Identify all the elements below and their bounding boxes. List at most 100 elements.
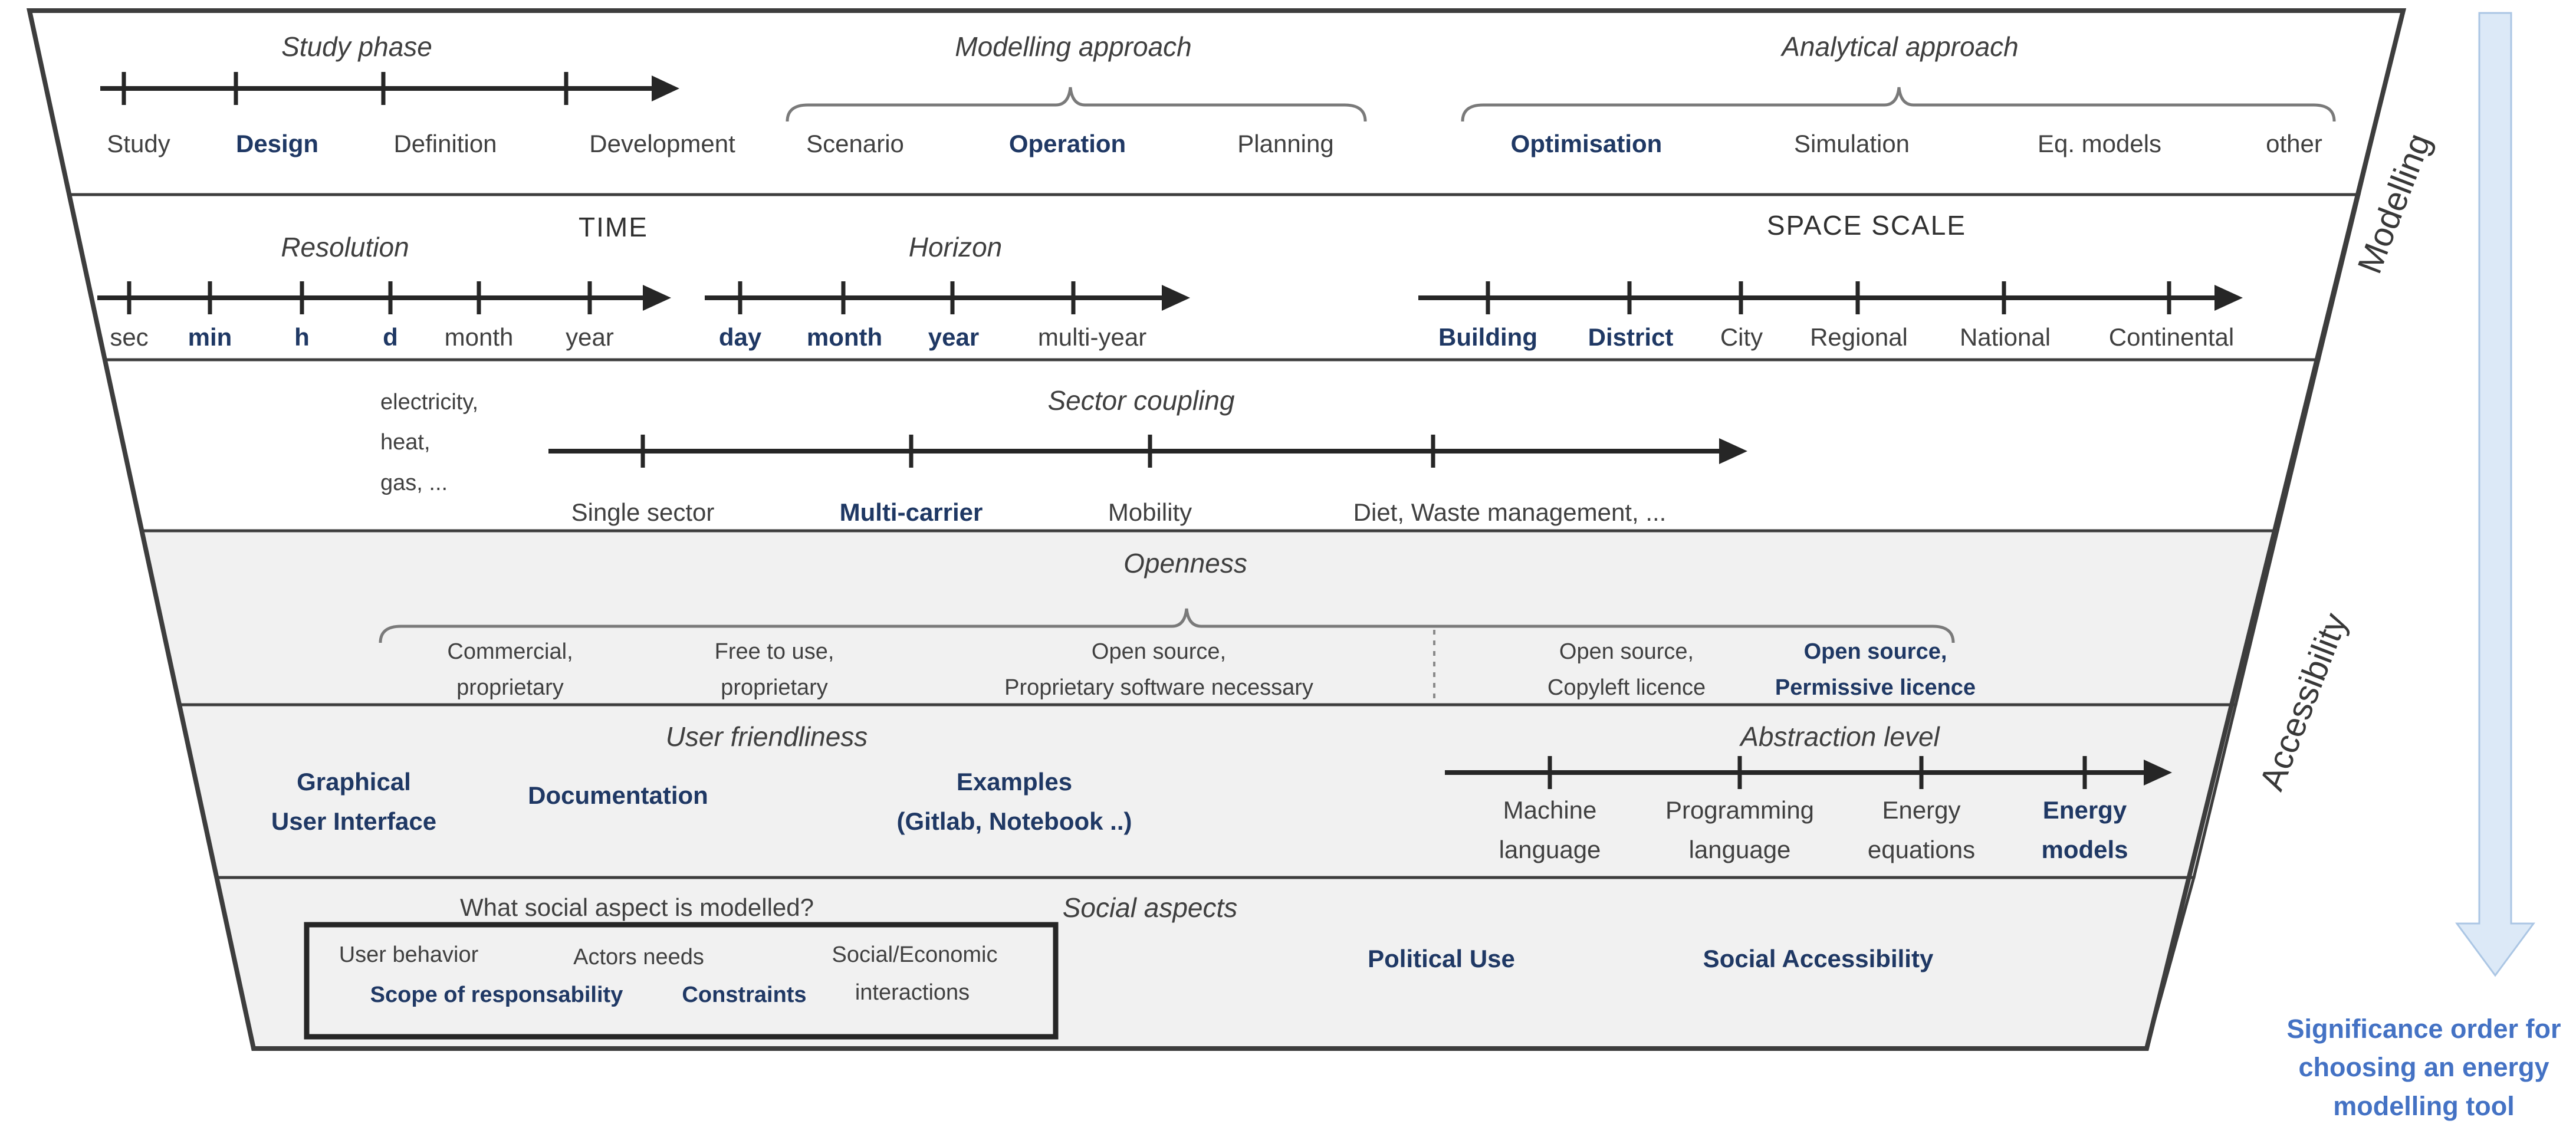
- social-user-behavior: User behavior: [339, 942, 479, 967]
- sector-mobility: Mobility: [1108, 498, 1192, 526]
- user-friendliness-title: User friendliness: [665, 721, 868, 752]
- openness-commercial: Commercial, proprietary: [447, 634, 573, 706]
- resolution-min: min: [188, 323, 232, 351]
- openness-free-to-use: Free to use, proprietary: [715, 634, 834, 706]
- analytical-approach-title: Analytical approach: [1782, 31, 2019, 62]
- abstraction-energy-models: Energy models: [2041, 790, 2128, 869]
- abstraction-energy-equations: Energy equations: [1868, 790, 1975, 869]
- sector-diet-waste: Diet, Waste management, ...: [1353, 498, 1667, 526]
- carrier-heat: heat,: [380, 430, 431, 455]
- space-district: District: [1588, 323, 1674, 351]
- approach-planning: Planning: [1237, 130, 1334, 157]
- label-line: Machine: [1503, 796, 1597, 824]
- note-line: choosing an energy: [2298, 1052, 2549, 1083]
- openness-copyleft: Open source, Copyleft licence: [1547, 634, 1706, 706]
- label-line: Energy: [1882, 796, 1961, 824]
- resolution-d: d: [383, 323, 398, 351]
- phase-design: Design: [235, 130, 319, 157]
- label-line: proprietary: [721, 675, 828, 700]
- abstraction-machine: Machine language: [1499, 790, 1601, 869]
- social-aspects-box: [304, 922, 1059, 1040]
- sector-coupling-title: Sector coupling: [1047, 385, 1235, 416]
- space-continental: Continental: [2108, 323, 2235, 351]
- note-line: Significance order for: [2286, 1014, 2561, 1044]
- study-phase-axis: [100, 72, 679, 105]
- horizon-year: year: [928, 323, 980, 351]
- carrier-electricity: electricity,: [380, 390, 479, 415]
- label-line: Graphical: [297, 768, 411, 796]
- funnel-bands: [27, 8, 2407, 1051]
- resolution-h: h: [294, 323, 310, 351]
- horizon-day: day: [718, 323, 762, 351]
- label-line: Commercial,: [447, 639, 573, 664]
- time-heading: TIME: [579, 212, 648, 242]
- label-line: Copyleft licence: [1547, 675, 1706, 700]
- resolution-axis: [97, 281, 671, 314]
- resolution-month: month: [444, 323, 514, 351]
- label-line: proprietary: [456, 675, 564, 700]
- documentation-item: Documentation: [528, 781, 708, 809]
- space-building: Building: [1438, 323, 1537, 351]
- phase-development: Development: [589, 130, 735, 157]
- modelling-approach-title: Modelling approach: [955, 31, 1192, 62]
- note-line: modelling tool: [2333, 1090, 2515, 1121]
- social-interactions: interactions: [855, 980, 970, 1005]
- phase-definition: Definition: [393, 130, 497, 157]
- social-question: What social aspect is modelled?: [460, 893, 814, 921]
- openness-permissive: Open source, Permissive licence: [1775, 634, 1976, 706]
- openness-open-proprietary: Open source, Proprietary software necess…: [1004, 634, 1313, 706]
- social-aspects-title: Social aspects: [1062, 892, 1238, 923]
- space-scale-axis: [1418, 281, 2243, 314]
- label-line: (Gitlab, Notebook ..): [896, 807, 1132, 836]
- horizon-multi-year: multi-year: [1037, 323, 1147, 351]
- label-line: Open source,: [1803, 639, 1947, 664]
- openness-title: Openness: [1123, 548, 1247, 579]
- label-line: User Interface: [271, 807, 437, 836]
- label-line: models: [2041, 836, 2128, 864]
- significance-note: Significance order for choosing an energ…: [2286, 1010, 2561, 1125]
- analytical-approach-brace: [1461, 87, 2336, 122]
- social-scope: Scope of responsability: [370, 982, 623, 1007]
- space-city: City: [1720, 323, 1763, 351]
- space-national: National: [1959, 323, 2051, 351]
- label-line: Open source,: [1559, 639, 1694, 664]
- label-line: Open source,: [1091, 639, 1227, 664]
- social-constraints: Constraints: [682, 982, 807, 1007]
- social-actors-needs: Actors needs: [573, 945, 704, 970]
- study-phase-title: Study phase: [281, 31, 432, 62]
- resolution-sec: sec: [110, 323, 149, 351]
- funnel-outline: [27, 8, 2407, 1051]
- analytical-eq-models: Eq. models: [2037, 130, 2162, 157]
- space-regional: Regional: [1810, 323, 1908, 351]
- horizon-axis: [705, 281, 1190, 314]
- carrier-list: electricity, heat, gas, ...: [380, 382, 478, 503]
- social-political-use: Political Use: [1368, 945, 1515, 972]
- gui-item: Graphical User Interface: [271, 762, 436, 841]
- abstraction-level-title: Abstraction level: [1740, 721, 1940, 752]
- space-scale-heading: SPACE SCALE: [1766, 210, 1967, 241]
- label-line: Examples: [956, 768, 1073, 796]
- label-line: equations: [1867, 836, 1976, 864]
- social-accessibility: Social Accessibility: [1703, 945, 1934, 972]
- label-line: Free to use,: [714, 639, 834, 664]
- carrier-gas: gas, ...: [380, 470, 448, 495]
- label-line: Proprietary software necessary: [1004, 675, 1313, 700]
- openness-brace: [379, 608, 1955, 643]
- label-line: language: [1499, 836, 1601, 864]
- examples-item: Examples (Gitlab, Notebook ..): [897, 762, 1132, 841]
- horizon-title: Horizon: [908, 232, 1003, 262]
- abstraction-programming: Programming language: [1665, 790, 1814, 869]
- sector-multi-carrier: Multi-carrier: [839, 498, 983, 526]
- abstraction-level-axis: [1445, 756, 2172, 789]
- label-line: Energy: [2042, 796, 2127, 824]
- analytical-optimisation: Optimisation: [1510, 130, 1662, 157]
- braces: [379, 87, 2336, 643]
- analytical-other: other: [2266, 130, 2322, 157]
- sector-coupling-axis: [548, 435, 1747, 468]
- resolution-title: Resolution: [281, 232, 409, 262]
- label-line: Permissive licence: [1775, 675, 1976, 700]
- modelling-approach-brace: [786, 87, 1367, 122]
- horizon-month: month: [806, 323, 883, 351]
